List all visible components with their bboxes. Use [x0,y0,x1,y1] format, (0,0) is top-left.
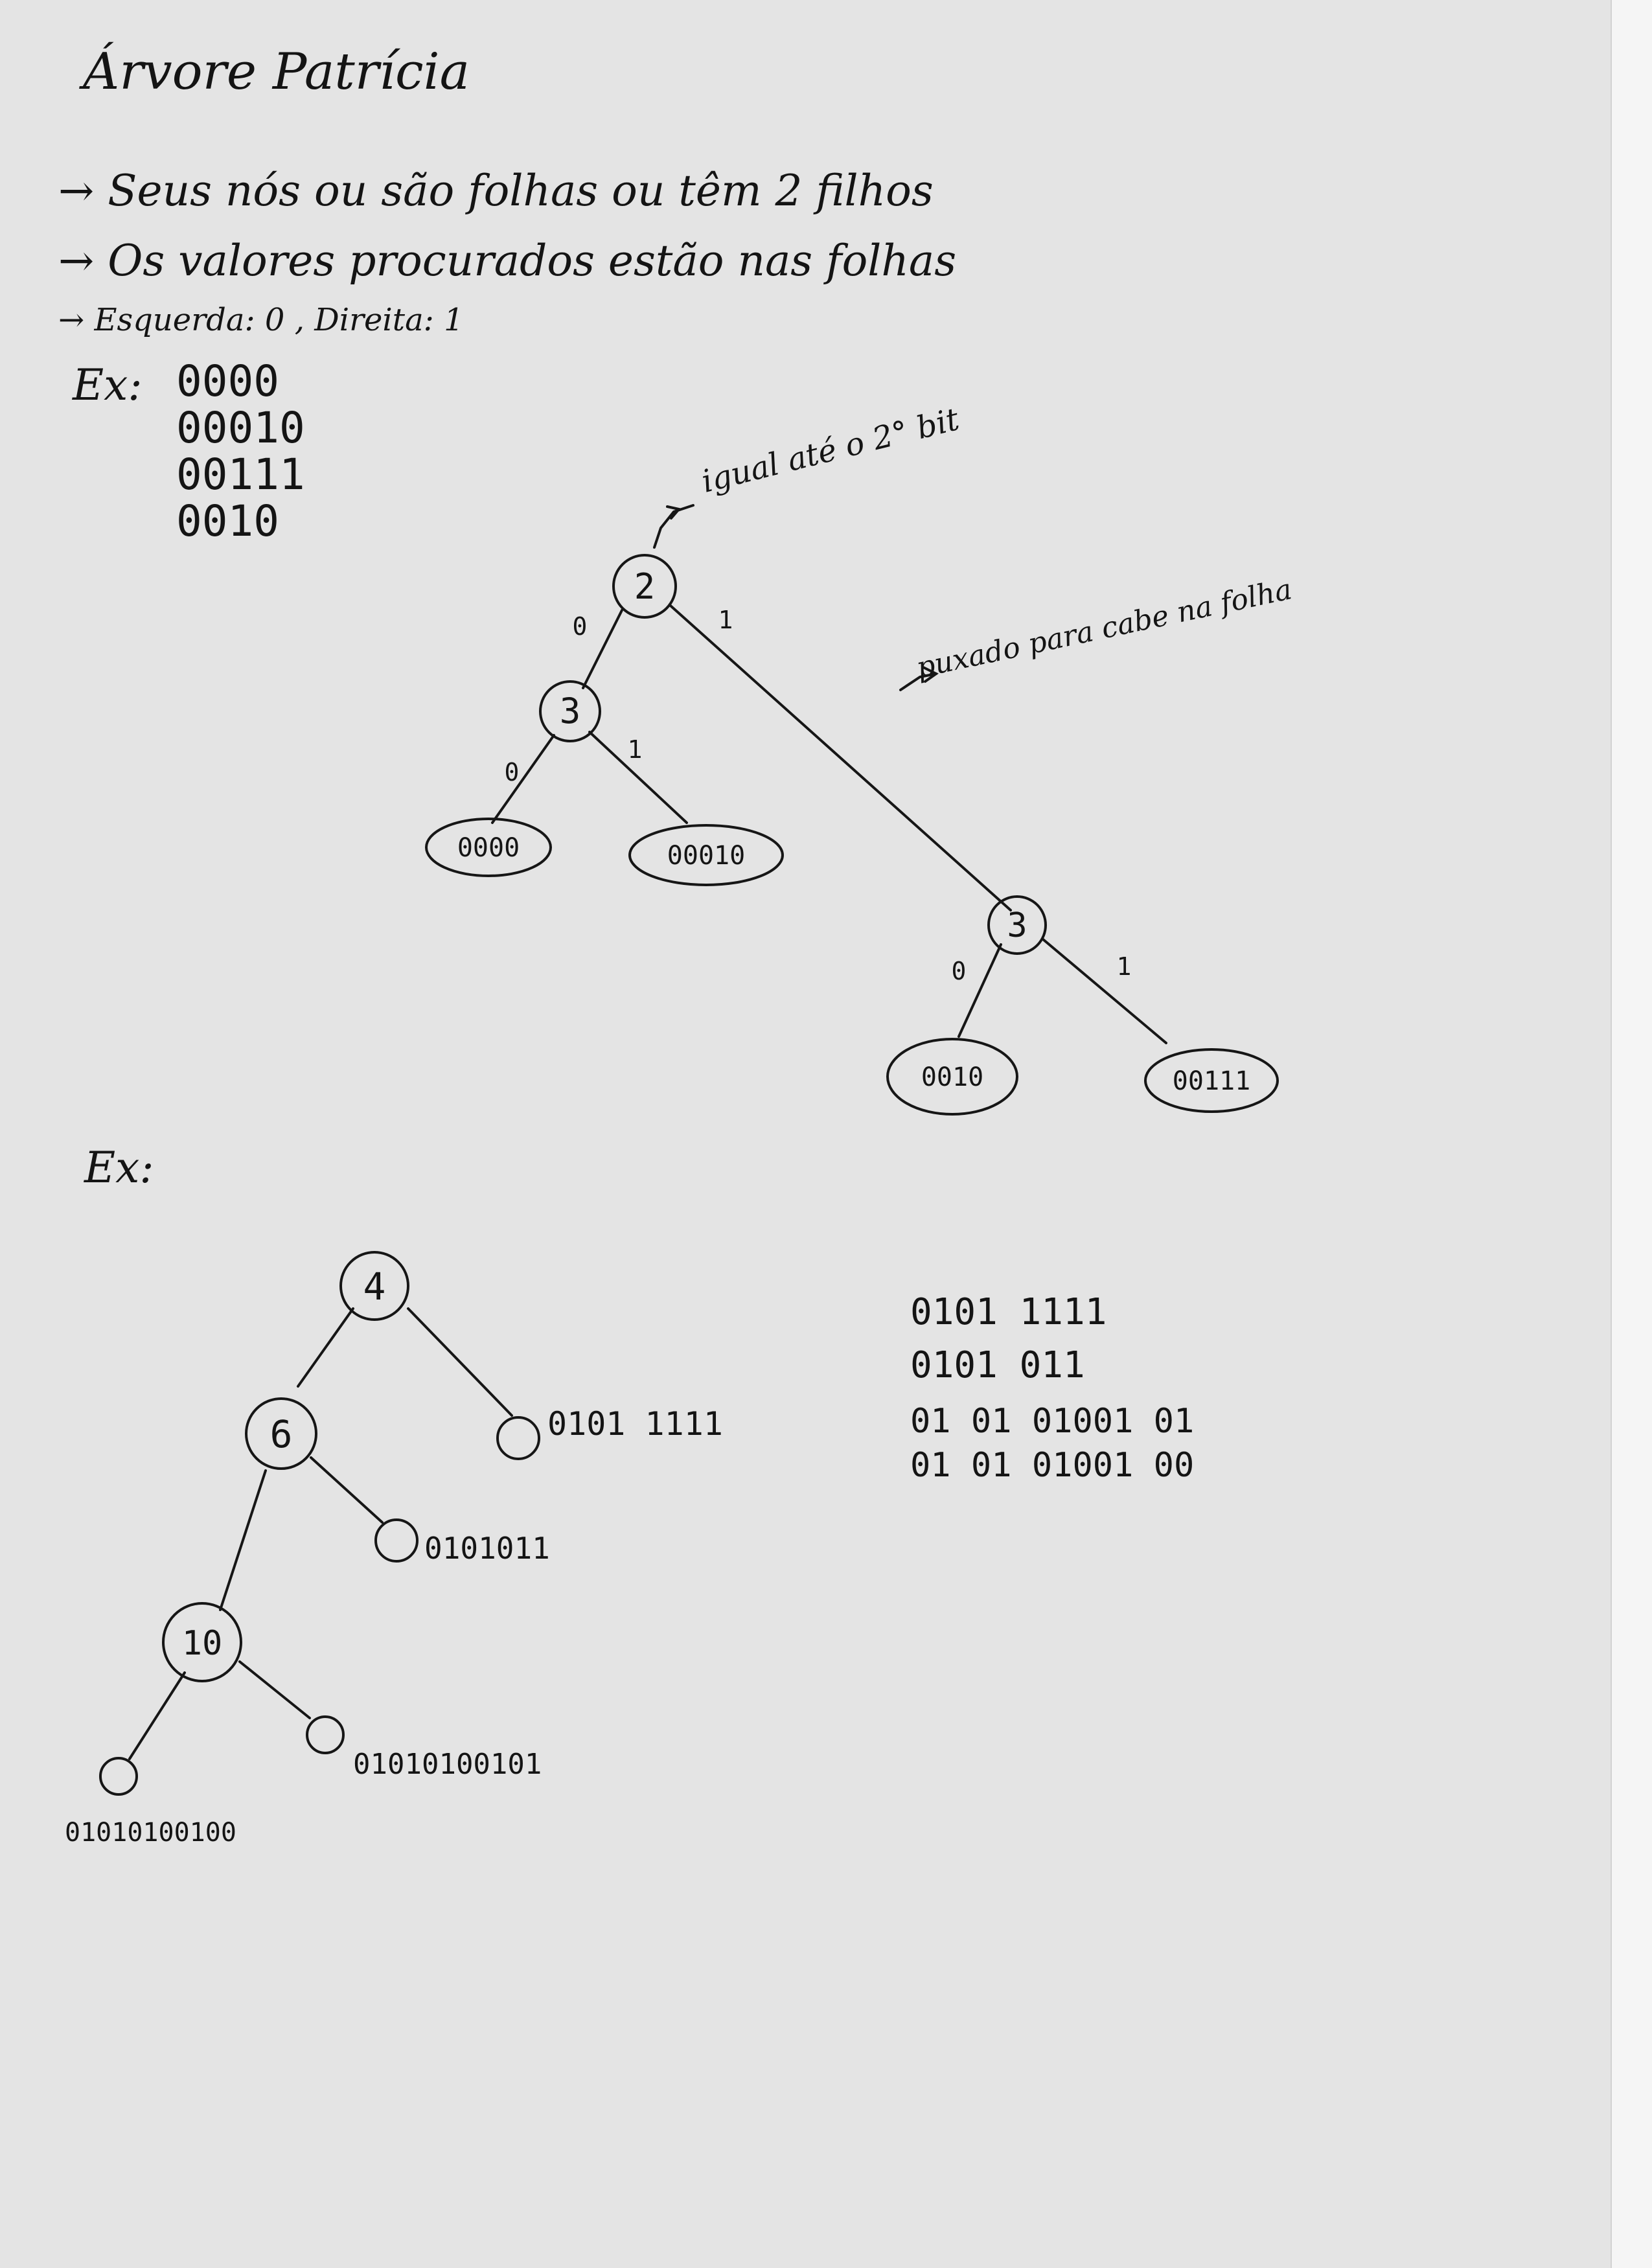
example-2-key: 01 01 01001 01 [910,1402,1195,1441]
annotation-arrow [666,505,682,520]
edge-label: 0 [505,758,520,786]
bullet-3-text: Esquerda: 0 , Direita: 1 [94,302,464,338]
bullet-1: → Seus nós ou são folhas ou têm 2 filhos [58,170,934,212]
bullet-3: → Esquerda: 0 , Direita: 1 [58,304,464,336]
tree-edge [588,731,688,824]
tree-leaf [374,1518,419,1563]
tree-leaf [628,824,784,886]
tree-leaf [306,1715,345,1754]
edge-label: 1 [1117,952,1132,981]
tree-edge [669,604,1012,911]
leaf-label: 00010 [667,841,745,871]
leaf-label: 01010100100 [65,1818,236,1848]
tree-edge [582,609,623,689]
node-label: 10 [182,1624,223,1663]
edge-label: 1 [718,606,733,634]
tree-leaf [1144,1048,1279,1113]
tree-edge [128,1671,186,1760]
leaf-label: 0010 [921,1062,983,1092]
tree-edge [238,1660,311,1719]
example-2-key: 01 01 01001 00 [910,1446,1195,1485]
example-2-label: Ex: [84,1143,154,1193]
tree-leaf [99,1757,138,1796]
tree-edge [407,1307,513,1417]
tree-edge [219,1469,267,1611]
tree-node [612,554,677,619]
tree-edge [310,1456,384,1524]
tree-node [245,1397,317,1470]
node-label: 3 [1007,906,1027,945]
leaf-label: 00111 [1173,1066,1250,1096]
leaf-label: 0101 1111 [547,1405,723,1443]
leaf-label: 0000 [457,833,520,863]
tree-node [987,895,1047,955]
example-1-key: 0010 [176,496,279,546]
arrow-icon: → [58,302,85,338]
bullet-2-text: Os valores procurados estão nas folhas [108,236,957,286]
tree-edge [1042,938,1167,1044]
arrow-icon: → [58,236,95,286]
tree-leaf [496,1416,540,1460]
node-label: 3 [560,691,581,731]
node-label: 4 [363,1265,386,1309]
example-1-label: Ex: [73,360,143,410]
leaf-label: 01010100101 [353,1748,542,1781]
example-1-key: 0000 [176,356,279,406]
tree-node [162,1602,242,1682]
node-label: 2 [634,566,656,607]
tree-leaf [886,1038,1018,1116]
edge-label: 0 [952,957,967,985]
bullet-2: → Os valores procurados estão nas folhas [58,240,956,282]
bullet-1-text: Seus nós ou são folhas ou têm 2 filhos [108,166,934,216]
example-2-key: 0101 011 [910,1344,1085,1386]
annotation-arrow [922,666,939,683]
tree-edge [297,1307,354,1388]
node-label: 6 [270,1412,293,1456]
example-1-key: 00010 [176,403,305,453]
page-title: Árvore Patrícia [83,43,470,101]
tree-leaf [425,818,552,877]
edge-label: 0 [573,612,588,641]
tree-node [339,1251,409,1321]
edge-label: 1 [628,735,643,764]
leaf-label: 0101011 [424,1531,550,1566]
example-1-key: 00111 [176,450,305,499]
page-edge [1612,0,1652,2268]
annotation-arrow [653,504,694,549]
example-2-key: 0101 1111 [910,1291,1107,1333]
tree-edge [958,943,1002,1038]
tree-edge [491,734,555,824]
tree-node [539,680,601,742]
arrow-icon: → [58,166,95,216]
annotation-arrow [899,672,937,691]
